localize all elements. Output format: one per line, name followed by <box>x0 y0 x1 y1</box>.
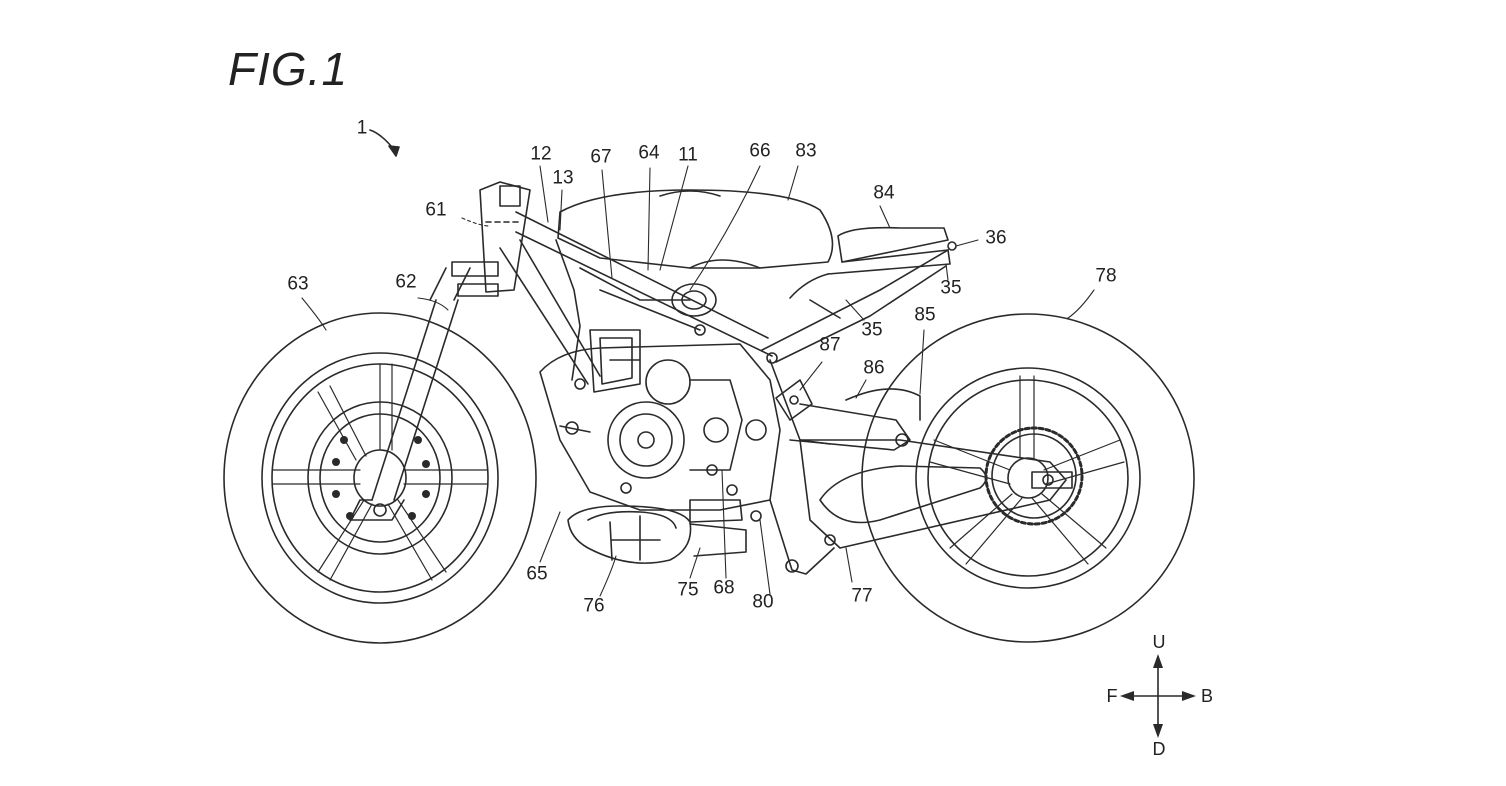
ref-label: 62 <box>395 271 417 293</box>
ref-label: 78 <box>1095 265 1117 287</box>
direction-down-label: D <box>1152 739 1166 759</box>
fuel-tank <box>558 190 833 268</box>
ref-label: 13 <box>552 167 574 189</box>
engine <box>540 330 780 522</box>
rear-wheel <box>862 314 1194 642</box>
rear-suspension <box>770 380 920 574</box>
ref-label: 65 <box>526 563 548 585</box>
direction-up-label: U <box>1152 632 1166 652</box>
ref-label: 11 <box>678 144 698 166</box>
ref-label: 12 <box>530 143 552 165</box>
figure-title: FIG.1 <box>228 43 349 95</box>
front-fork <box>350 182 530 520</box>
ref-label: 85 <box>914 304 936 326</box>
ref-label: 86 <box>863 357 885 379</box>
front-wheel <box>224 313 536 643</box>
ref-label: 87 <box>819 334 841 356</box>
ref-label: 76 <box>583 595 605 617</box>
ref-label: 84 <box>873 182 895 204</box>
ref-label: 61 <box>425 199 447 221</box>
ref-label: 35 <box>940 277 962 299</box>
ref-label: 68 <box>713 577 735 599</box>
direction-front-label: F <box>1106 686 1118 706</box>
ref-label: 63 <box>287 273 309 295</box>
leader-lines <box>302 166 1094 596</box>
ref-label: 64 <box>638 142 660 164</box>
ref-label-overall: 1 <box>356 117 368 139</box>
swing-arm <box>800 434 1072 548</box>
main-frame <box>500 212 948 444</box>
ref-label: 66 <box>749 140 771 162</box>
ref-label: 80 <box>752 591 774 613</box>
direction-back-label: B <box>1200 686 1214 706</box>
ref-label: 35 <box>861 319 883 341</box>
ref-label: 77 <box>851 585 873 607</box>
direction-indicator <box>1120 654 1196 738</box>
ref-label: 67 <box>590 146 612 168</box>
overall-ref-leader <box>370 130 399 156</box>
ref-label: 36 <box>985 227 1007 249</box>
ref-label: 75 <box>677 579 699 601</box>
ref-label: 83 <box>795 140 817 162</box>
exhaust-pipe <box>568 506 746 563</box>
